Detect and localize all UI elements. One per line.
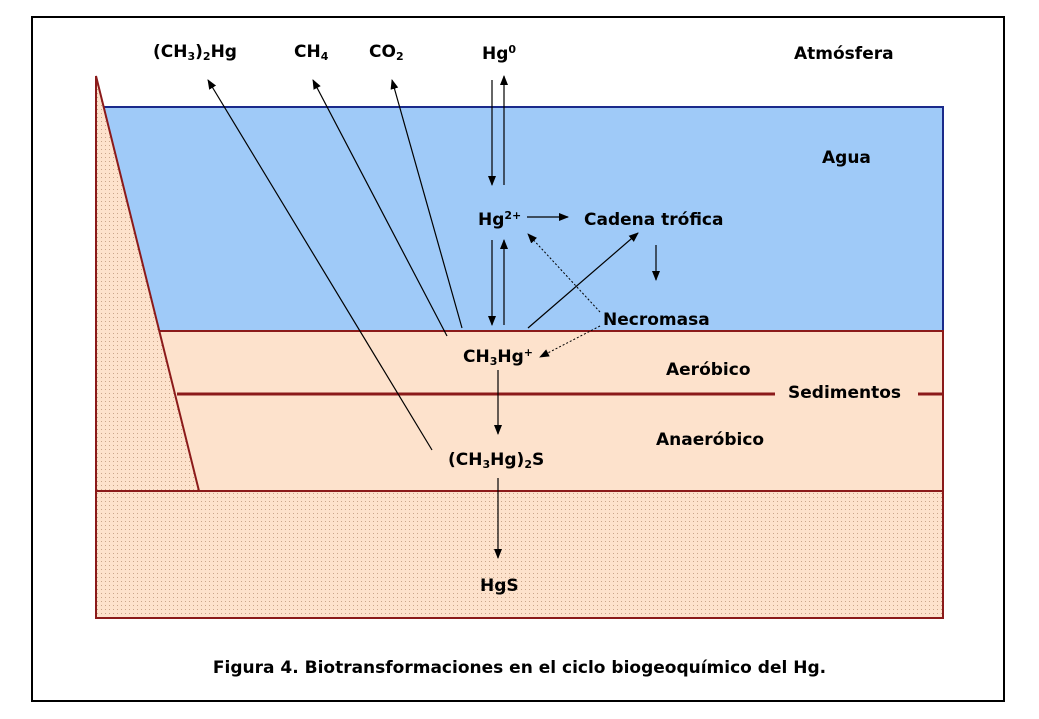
bank-wedge [95, 75, 201, 492]
arrow-to-ch4 [312, 79, 448, 337]
figure-caption: Figura 4. Biotransformaciones en el cicl… [212, 658, 827, 678]
arrow-necromasa-to-hg2 [527, 233, 601, 313]
label-necromasa: Necromasa [603, 310, 710, 330]
arrow-to-co2 [390, 79, 463, 329]
label-methylmercury: CH3Hg+ [463, 346, 533, 368]
arrow-ch3hg-to-cadena [527, 232, 639, 329]
label-dimethylmercury: (CH3)2Hg [153, 42, 237, 63]
label-agua: Agua [822, 148, 871, 168]
arrow-necromasa-to-ch3hg [539, 325, 601, 358]
label-hgs: HgS [480, 576, 519, 596]
sediment-layer [95, 330, 944, 492]
label-methylmercury-sulfide: (CH3Hg)2S [448, 450, 545, 471]
label-methane: CH4 [294, 42, 329, 63]
label-aerobico: Aeróbico [666, 360, 751, 380]
label-hg2: Hg2+ [478, 209, 522, 230]
label-atmosfera: Atmósfera [794, 44, 894, 64]
label-hg0: Hg0 [482, 43, 517, 64]
label-co2: CO2 [369, 42, 404, 63]
label-sedimentos: Sedimentos [782, 385, 908, 402]
label-anaerobico: Anaeróbico [656, 430, 765, 450]
arrow-to-dimethyl [207, 79, 433, 451]
label-cadena-trofica: Cadena trófica [584, 210, 724, 230]
water-layer [99, 106, 944, 332]
bedrock-layer [95, 490, 944, 619]
